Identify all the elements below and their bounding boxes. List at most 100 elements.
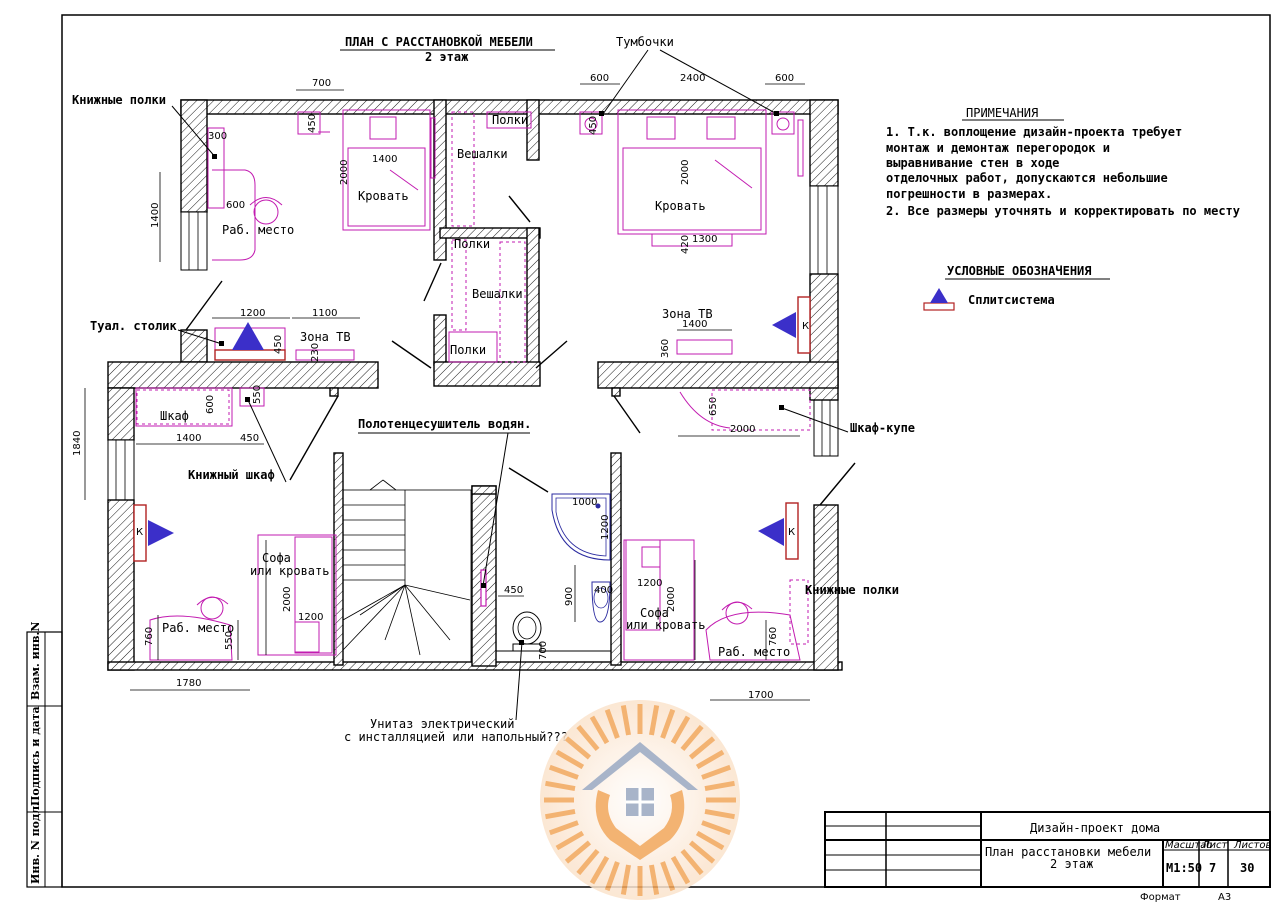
logo-ray [548,764,579,780]
dim-text: 700 [312,78,331,89]
dim-text: 760 [768,627,779,646]
notes-line: погрешности в размерах. [886,187,1052,201]
callout-bookshelves-right: Книжные полки [805,583,899,597]
dim-text: 1700 [748,690,773,701]
hand-left-icon [595,790,640,860]
logo-ray [695,830,725,851]
logo-ray [604,861,620,892]
dim-text: 760 [144,627,155,646]
dim-text: 450 [307,114,318,133]
notes-line: отделочных работ, допускаются небольшие [886,171,1168,185]
logo-ray [688,840,716,864]
dimension-lines [84,83,810,701]
room-label: Софа [262,551,291,565]
dim-text: 2400 [680,73,705,84]
callouts: Книжные полки Тумбочки Туал. столик Поло… [72,35,915,744]
dim-text: 230 [310,343,321,362]
format-label: Формат [1140,892,1181,903]
dim-text: 360 [660,339,671,358]
logo-ray [648,864,660,895]
walls [107,99,843,671]
logo-ray [695,749,725,770]
dim-text: 1100 [312,308,337,319]
room-label: или кровать [626,618,705,632]
logo-ray [555,830,585,851]
company-logo-watermark [540,700,740,900]
logo-ray [704,808,735,820]
format-value: А3 [1218,892,1231,903]
notes-line: выравнивание стен в ходе [886,156,1059,170]
logo-ray [555,749,585,770]
notes-line: 1. Т.к. воплощение дизайн-проекта требуе… [886,125,1182,139]
logo-ray [564,736,592,760]
logo-ray [564,840,592,864]
dim-text: 550 [224,631,235,650]
legend-ac-icon [930,288,948,303]
logo-ray [701,820,732,836]
dim-text: 1200 [600,515,611,540]
stamp-label-c: Инв. N подл. [29,802,42,884]
dim-text: 450 [588,116,599,135]
dim-text: 1780 [176,678,201,689]
plan-title: ПЛАН С РАССТАНОВКОЙ МЕБЕЛИ [345,34,533,49]
project-name: Дизайн-проект дома [1030,821,1160,835]
logo-ray [589,855,610,885]
dim-text: 600 [775,73,794,84]
room-label: Зона ТВ [300,330,351,344]
logo-ray [620,705,632,736]
logo-ray [604,708,620,739]
staircase [342,479,472,663]
logo-ray [620,864,632,895]
room-label: Шкаф [160,409,189,423]
callout-wardrobe-coupe: Шкаф-купе [850,421,915,435]
callout-bookcase: Книжный шкаф [188,468,275,482]
dim-text: 1200 [298,612,323,623]
ac-k-label: К [788,527,795,538]
ac-k-label: К [802,321,809,332]
callout-toilet-2: с инсталляцией или напольный??? [344,730,568,744]
logo-ray [704,780,735,792]
sheets-header: Листов [1233,840,1271,851]
dim-text: 2000 [680,160,691,185]
callout-toilet-1: Унитаз электрический [370,717,515,731]
logo-ray [670,855,691,885]
dim-text: 600 [590,73,609,84]
logo-ray [688,736,716,760]
dim-text: 450 [240,433,259,444]
plan-subtitle: 2 этаж [425,50,469,64]
room-label: Полки [492,113,528,127]
room-label: Кровать [655,199,706,213]
room-label: или кровать [250,564,329,578]
dim-text: 600 [226,200,245,211]
dim-text: 650 [708,397,719,416]
callout-nightstands: Тумбочки [616,35,674,49]
sheet-title-2: 2 этаж [1050,857,1093,871]
hand-right-icon [640,790,685,860]
logo-ray [660,861,676,892]
legend-split-system: Сплитсистема [968,293,1055,307]
room-label: Раб. место [222,223,294,237]
dim-text: 2000 [282,587,293,612]
dim-text: 420 [680,235,691,254]
dim-text: 2000 [339,160,350,185]
sheets-value: 30 [1240,861,1254,875]
dim-text: 1840 [72,431,83,456]
ac-unit-left-bottom: К [133,504,174,562]
dim-text: 450 [504,585,523,596]
sheet-header: Лист [1201,840,1229,851]
notes-heading: ПРИМЕЧАНИЯ [966,106,1038,120]
furniture [135,109,811,661]
dim-text: 1400 [372,154,397,165]
dim-text: 1300 [692,234,717,245]
room-label: Раб. место [162,621,234,635]
sheet-title-1: План расстановки мебели [985,845,1151,859]
dim-text: 300 [208,131,227,142]
logo-ray [576,848,600,876]
room-label: Зона ТВ [662,307,713,321]
logo-ray [545,808,576,820]
dim-text: 1400 [176,433,201,444]
notes-line: 2. Все размеры уточнять и корректировать… [886,204,1240,218]
logo-ray [670,715,691,745]
notes-line: монтаж и демонтаж перегородок и [886,141,1110,155]
